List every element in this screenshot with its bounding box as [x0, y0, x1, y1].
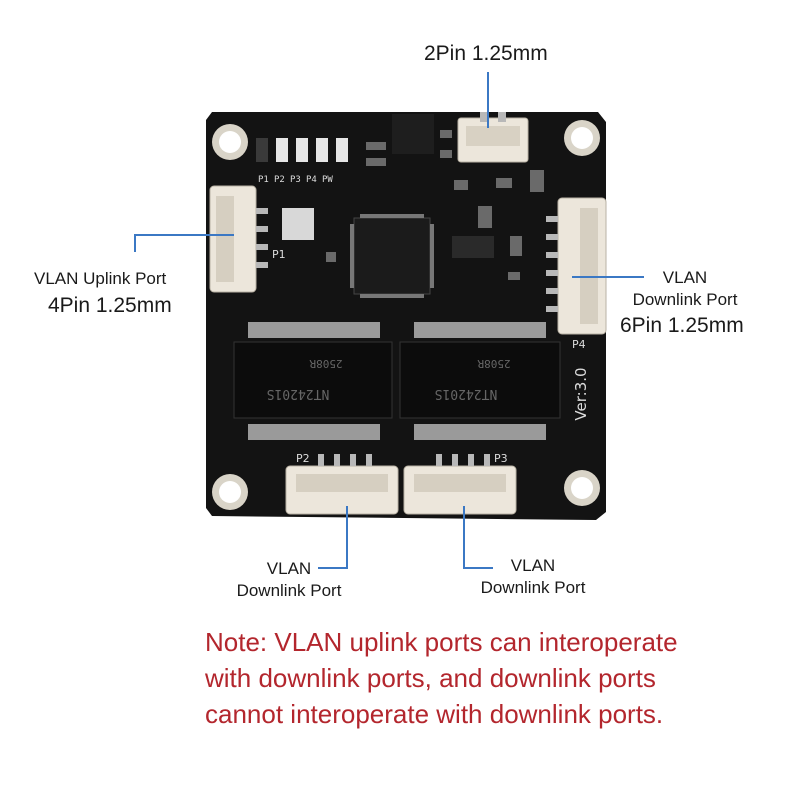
connector-bottom-right	[403, 454, 517, 515]
mounting-hole-bottom-left	[212, 474, 248, 510]
led-label-pw: PW	[322, 175, 333, 185]
connector-4pin-uplink	[209, 185, 268, 293]
transformer-right-part: NT24201S	[435, 386, 498, 401]
mounting-hole-bottom-right	[564, 470, 600, 506]
ic-pins	[350, 214, 434, 298]
transformer-left-part: NT24201S	[267, 386, 330, 401]
leader-downlink-br-vertical	[463, 506, 465, 568]
switch-ic	[353, 217, 431, 295]
silk-p1: P1	[272, 248, 286, 261]
silk-p3: P3	[494, 452, 508, 465]
led-label-p4: P4	[306, 175, 317, 185]
connector-bottom-left	[285, 454, 399, 515]
version-text: Ver:3.0	[572, 367, 590, 420]
label-downlink-right-spec: 6Pin 1.25mm	[620, 314, 744, 337]
transformer-pins-bottom	[248, 424, 546, 440]
label-downlink-br-title: VLAN	[510, 556, 556, 575]
leader-top-vertical	[487, 72, 489, 128]
led-silkscreen-labels: P1 P2 P3 P4 PW	[258, 175, 333, 185]
crystal	[282, 208, 314, 240]
leader-downlink-br-horizontal	[463, 567, 493, 569]
led-label-p2: P2	[274, 175, 285, 185]
silk-p4: P4	[572, 338, 586, 351]
label-downlink-right-sub: Downlink Port	[632, 290, 738, 309]
compatibility-note: Note: VLAN uplink ports can interoperate…	[205, 624, 785, 732]
mounting-hole-top-right	[564, 120, 600, 156]
mounting-hole-top-left	[212, 124, 248, 160]
pcb-body	[206, 112, 606, 520]
transformer-pins-top	[248, 322, 546, 338]
label-uplink-title: VLAN Uplink Port	[34, 269, 167, 288]
label-downlink-right-title: VLAN	[662, 268, 708, 287]
label-uplink-spec: 4Pin 1.25mm	[48, 294, 172, 317]
transformer-left-code: 2508R	[309, 357, 342, 370]
leader-uplink-vertical	[134, 234, 136, 252]
note-line-1: Note: VLAN uplink ports can interoperate	[205, 627, 678, 657]
connector-2pin-top	[457, 112, 529, 163]
connector-6pin-downlink	[546, 197, 607, 335]
leader-uplink-horizontal	[134, 234, 234, 236]
leader-downlink-bl-horizontal	[318, 567, 348, 569]
leader-downlink-bl-vertical	[346, 506, 348, 568]
label-downlink-br-sub: Downlink Port	[480, 578, 586, 597]
regulator-chip	[392, 114, 434, 154]
note-line-3: cannot interoperate with downlink ports.	[205, 699, 664, 729]
transformer-right: NT24201S 2508R	[399, 341, 561, 419]
leader-downlink-right-horizontal	[572, 276, 644, 278]
transformer-left: NT24201S 2508R	[233, 341, 393, 419]
label-downlink-bl-title: VLAN	[266, 559, 312, 578]
transformer-right-code: 2508R	[477, 357, 510, 370]
label-downlink-bl-sub: Downlink Port	[236, 581, 342, 600]
mosfet	[452, 236, 494, 258]
note-line-2: with downlink ports, and downlink ports	[205, 663, 656, 693]
led-label-p1: P1	[258, 175, 269, 185]
label-top-connector: 2Pin 1.25mm	[424, 42, 548, 65]
status-leds	[256, 138, 348, 162]
silk-p2: P2	[296, 452, 310, 465]
led-label-p3: P3	[290, 175, 301, 185]
